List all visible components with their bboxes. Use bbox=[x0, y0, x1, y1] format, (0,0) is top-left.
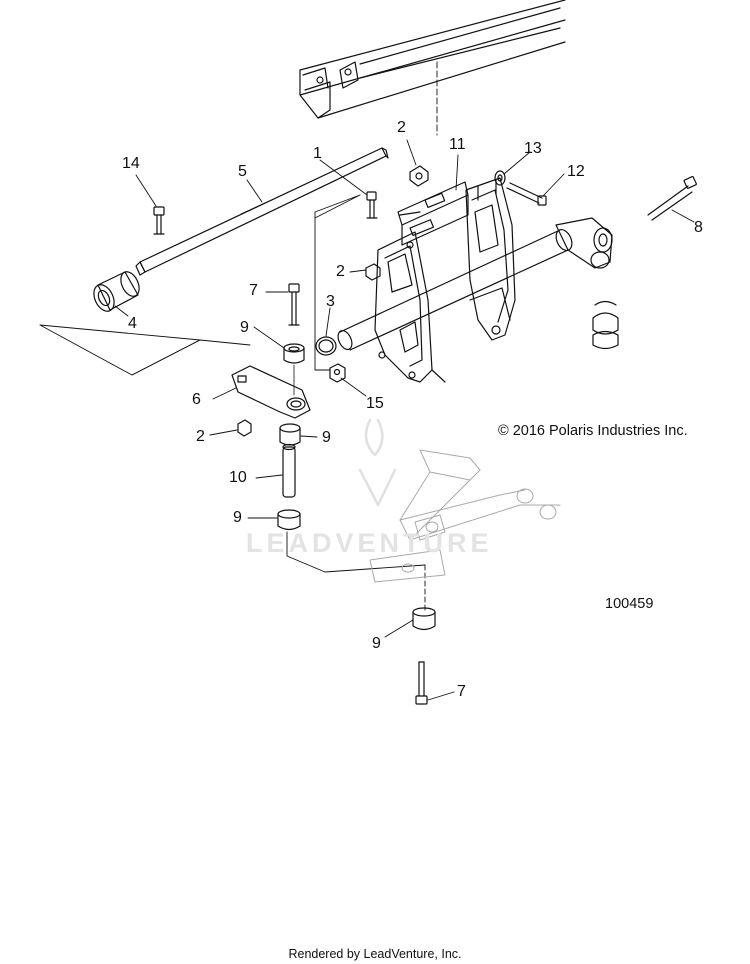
bushing-9-second bbox=[279, 423, 301, 446]
leader-lines bbox=[39, 194, 426, 613]
callout-5: 5 bbox=[238, 163, 247, 180]
footer-credit: Rendered by LeadVenture, Inc. bbox=[288, 947, 462, 961]
shaft-5 bbox=[135, 147, 389, 276]
callout-14: 14 bbox=[122, 155, 140, 172]
washer-13 bbox=[494, 170, 506, 186]
copyright-text: © 2016 Polaris Industries Inc. bbox=[498, 423, 688, 439]
bushings-right bbox=[592, 300, 619, 350]
bolt-7-bottom bbox=[415, 661, 428, 705]
figure-number: 100459 bbox=[605, 596, 654, 612]
bolt-8 bbox=[647, 175, 697, 221]
ring-3 bbox=[315, 336, 337, 356]
nut-2-top bbox=[409, 165, 429, 187]
bushing-9-top bbox=[283, 343, 305, 364]
coupler-4 bbox=[93, 271, 140, 312]
callout-15: 15 bbox=[366, 395, 384, 412]
spacer-10 bbox=[282, 443, 296, 498]
callout-7-top: 7 bbox=[249, 282, 258, 299]
callout-6: 6 bbox=[192, 391, 201, 408]
bolt-12 bbox=[506, 182, 547, 206]
nut-2-middle bbox=[365, 263, 381, 281]
bell-crank bbox=[555, 217, 613, 269]
swing-arm-assembly bbox=[337, 177, 573, 383]
callout-leaders bbox=[114, 139, 695, 701]
bolt-7-top bbox=[288, 283, 300, 326]
watermark-text: LEADVENTURE bbox=[246, 528, 493, 558]
nut-15 bbox=[329, 363, 346, 383]
callout-11: 11 bbox=[449, 136, 466, 153]
callout-3: 3 bbox=[326, 293, 335, 310]
callout-4: 4 bbox=[128, 315, 137, 332]
callout-9-bottom: 9 bbox=[372, 635, 381, 652]
callout-7-bottom: 7 bbox=[457, 683, 466, 700]
callout-10: 10 bbox=[229, 469, 247, 486]
bolt-14 bbox=[153, 206, 165, 235]
callout-8: 8 bbox=[694, 219, 703, 236]
callout-9-second: 9 bbox=[322, 429, 331, 446]
lower-control-arm bbox=[369, 449, 561, 583]
bracket-11 bbox=[397, 181, 469, 249]
bushing-9-bottom bbox=[412, 607, 436, 631]
callout-2-top: 2 bbox=[397, 119, 406, 136]
callout-13: 13 bbox=[524, 140, 542, 157]
callout-2-middle: 2 bbox=[336, 263, 345, 280]
callout-9-top: 9 bbox=[240, 319, 249, 336]
callout-12: 12 bbox=[567, 163, 585, 180]
callout-2-lower: 2 bbox=[196, 428, 205, 445]
watermark-logo bbox=[358, 418, 397, 507]
callout-9-third: 9 bbox=[233, 509, 242, 526]
frame-rail bbox=[299, 0, 566, 136]
bushing-9-third bbox=[277, 509, 301, 531]
callout-1: 1 bbox=[313, 145, 322, 162]
arm-6 bbox=[231, 364, 311, 419]
bolt-1 bbox=[366, 191, 378, 219]
nut-2-lower bbox=[237, 419, 252, 437]
